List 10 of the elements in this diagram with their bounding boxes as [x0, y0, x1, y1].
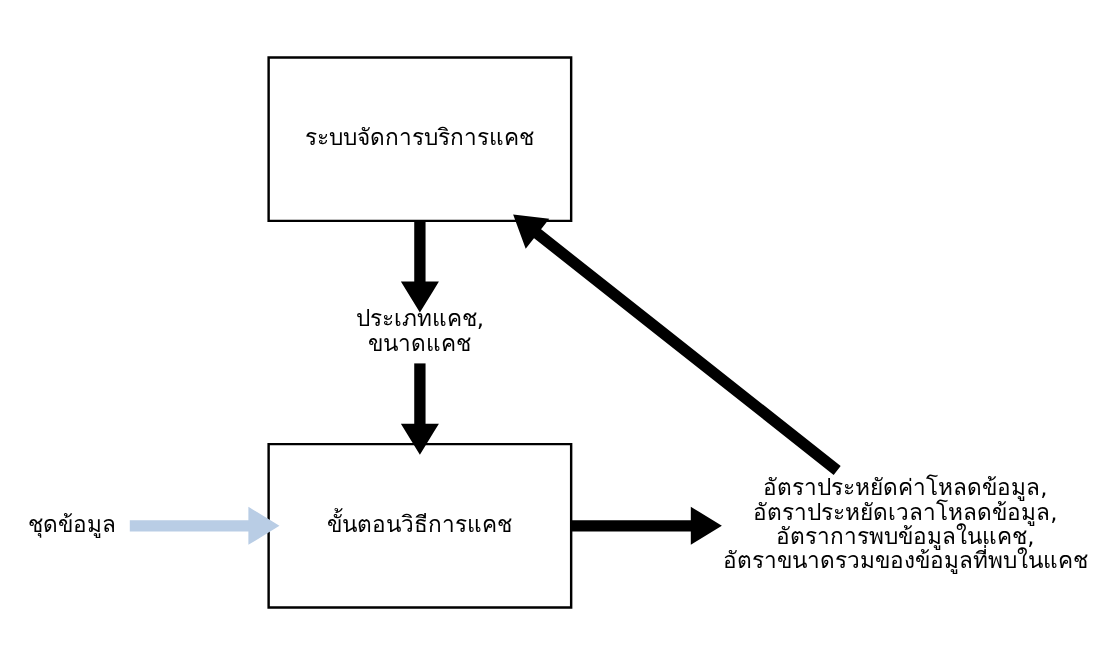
arrow [400, 220, 439, 313]
node-text: ชุดข้อมูล [28, 510, 117, 537]
node-text: ประเภทแคช, ขนาดแคช [355, 304, 484, 356]
arrow [571, 506, 722, 545]
arrow [513, 213, 841, 475]
arrow [400, 362, 439, 455]
arrow [129, 506, 280, 545]
node-text: อัตราประหยัดค่าโหลดข้อมูล, อัตราประหยัดเวลาโหลดข้อมูล, อัตราการพบข้อมูลในแคช, อัตราขนาดรวมของข้อมูลที่พบในแคช [722, 473, 1088, 573]
node-box: ขั้นตอนวิธีการแคช [267, 442, 573, 609]
node-box: ระบบจัดการบริการแคช [267, 55, 573, 222]
